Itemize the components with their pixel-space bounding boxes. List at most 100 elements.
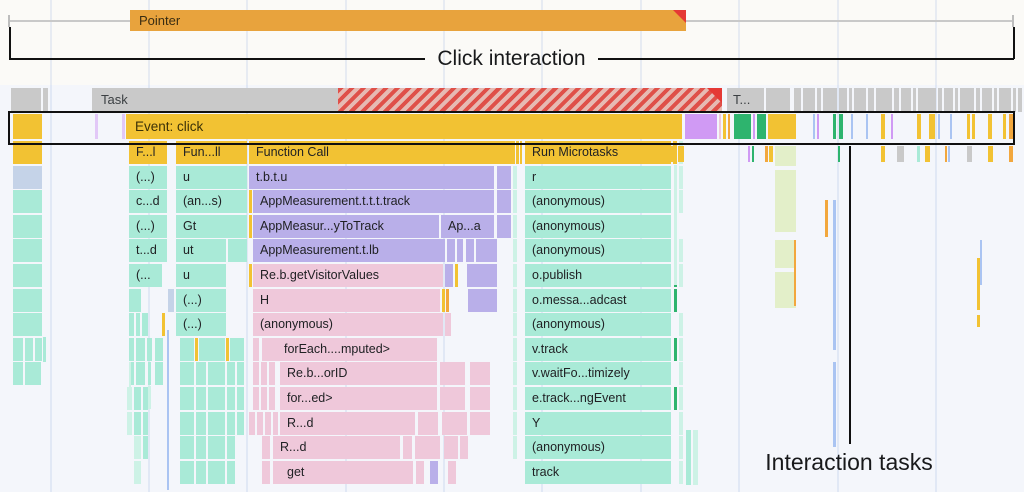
flame-bar-u[interactable]: u	[176, 165, 247, 189]
task-fragment[interactable]	[823, 88, 837, 112]
flame-fragment[interactable]	[945, 146, 947, 162]
flame-bar-fun-ll[interactable]: Fun...ll	[176, 141, 247, 164]
flame-segment[interactable]	[403, 436, 412, 460]
task-fragment[interactable]	[982, 88, 992, 112]
task-fragment[interactable]	[999, 88, 1011, 112]
flame-segment[interactable]	[253, 387, 259, 410]
flame-segment[interactable]	[416, 460, 424, 484]
flame-segment[interactable]	[227, 362, 235, 386]
pointer-interaction-bar[interactable]: Pointer	[130, 10, 686, 31]
flame-segment[interactable]	[679, 239, 683, 263]
flame-segment[interactable]	[674, 337, 677, 361]
flame-segment[interactable]	[513, 387, 517, 410]
flame-bar-[interactable]: (...	[129, 264, 162, 287]
flame-fragment[interactable]	[748, 146, 750, 162]
flame-segment[interactable]	[513, 313, 517, 337]
flame-fragment[interactable]	[752, 146, 754, 162]
flame-segment[interactable]	[442, 288, 445, 312]
flame-segment[interactable]	[418, 411, 438, 435]
flame-bar-anonymous[interactable]: (anonymous)	[525, 313, 671, 337]
flame-segment[interactable]	[180, 460, 194, 484]
flame-segment[interactable]	[196, 387, 206, 410]
flame-segment[interactable]	[237, 387, 244, 410]
flame-segment[interactable]	[679, 387, 683, 410]
flame-segment[interactable]	[674, 387, 677, 410]
flame-segment[interactable]	[253, 337, 259, 361]
flame-segment[interactable]	[129, 288, 141, 312]
flame-bar-r-d[interactable]: R...d	[280, 411, 415, 435]
task-fragment[interactable]	[913, 88, 916, 112]
flame-fragment[interactable]	[948, 146, 950, 162]
event-segment[interactable]	[988, 114, 992, 139]
task-fragment[interactable]	[894, 88, 899, 112]
flame-bar-h[interactable]: H	[253, 288, 440, 312]
event-segment[interactable]	[929, 114, 935, 139]
flame-bar-f-l[interactable]: F...l	[129, 141, 167, 164]
flame-segment[interactable]	[208, 387, 225, 410]
flame-bar-for-ed[interactable]: for...ed>	[280, 387, 437, 410]
event-segment[interactable]	[122, 114, 125, 139]
flame-fragment[interactable]	[980, 240, 982, 285]
flame-segment[interactable]	[228, 239, 247, 263]
flame-segment[interactable]	[444, 436, 458, 460]
flame-segment[interactable]	[513, 264, 517, 287]
flame-segment[interactable]	[513, 165, 517, 189]
flame-fragment[interactable]	[775, 146, 796, 166]
flame-segment[interactable]	[143, 436, 148, 460]
flame-fragment[interactable]	[977, 315, 980, 327]
flame-segment[interactable]	[13, 239, 42, 263]
flame-segment[interactable]	[162, 313, 165, 337]
flame-bar-run-microtasks[interactable]: Run Microtasks	[525, 141, 671, 164]
event-segment[interactable]	[719, 114, 721, 139]
flame-fragment[interactable]	[765, 146, 768, 162]
flame-segment[interactable]	[460, 436, 468, 460]
event-segment[interactable]	[817, 114, 819, 139]
flame-segment[interactable]	[679, 165, 683, 189]
flame-segment[interactable]	[466, 239, 474, 263]
event-segment[interactable]	[723, 114, 726, 139]
flame-segment[interactable]	[513, 337, 517, 361]
flame-segment[interactable]	[237, 411, 244, 435]
flame-segment[interactable]	[249, 264, 252, 287]
flame-segment[interactable]	[180, 362, 194, 386]
flame-fragment[interactable]	[686, 430, 691, 485]
flame-bar-r-d[interactable]: R...d	[273, 436, 400, 460]
flame-segment[interactable]	[513, 362, 517, 386]
flame-bar-[interactable]: (...)	[129, 214, 167, 238]
task-fragment[interactable]	[766, 88, 790, 112]
flame-bar-appmeasurement-t-lb[interactable]: AppMeasurement.t.lb	[253, 239, 445, 263]
flame-segment[interactable]	[13, 288, 42, 312]
flame-segment[interactable]	[430, 460, 438, 484]
flame-segment[interactable]	[134, 436, 141, 460]
flame-bar-anonymous[interactable]: (anonymous)	[525, 190, 671, 214]
flame-bar-t-d[interactable]: t...d	[129, 239, 167, 263]
flame-fragment[interactable]	[794, 240, 796, 306]
flame-segment[interactable]	[679, 460, 683, 484]
flame-fragment[interactable]	[148, 386, 151, 409]
flame-fragment[interactable]	[897, 146, 904, 162]
flame-segment[interactable]	[13, 141, 42, 164]
flame-segment[interactable]	[199, 337, 225, 361]
flame-bar-function-call[interactable]: Function Call	[249, 141, 515, 164]
flame-fragment[interactable]	[988, 146, 993, 162]
flame-segment[interactable]	[155, 362, 163, 386]
flame-segment[interactable]	[230, 337, 244, 361]
flame-fragment[interactable]	[881, 146, 885, 162]
flame-segment[interactable]	[35, 337, 42, 361]
flame-bar-anonymous[interactable]: (anonymous)	[525, 214, 671, 238]
flame-segment[interactable]	[415, 436, 440, 460]
flame-segment[interactable]	[516, 141, 519, 164]
flame-segment[interactable]	[129, 362, 134, 386]
flame-segment[interactable]	[136, 337, 145, 361]
event-segment[interactable]	[833, 114, 836, 139]
flame-segment[interactable]	[440, 362, 465, 386]
flame-segment[interactable]	[513, 214, 517, 238]
flame-segment[interactable]	[261, 387, 267, 410]
event-click-bar[interactable]: Event: click	[126, 114, 682, 139]
flame-segment[interactable]	[227, 387, 235, 410]
flame-fragment[interactable]	[674, 165, 677, 285]
flame-segment[interactable]	[455, 264, 458, 287]
flame-segment[interactable]	[446, 288, 449, 312]
task-fragment[interactable]	[854, 88, 866, 112]
flame-bar-foreach-mputed[interactable]: forEach....mputed>	[262, 337, 437, 361]
